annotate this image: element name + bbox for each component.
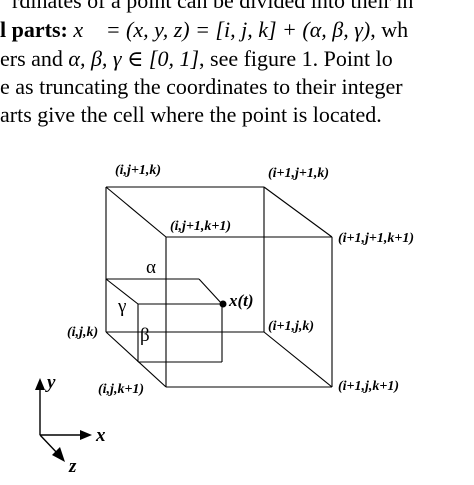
axes [35,378,92,462]
paragraph-line-2-equation: x⃗ = (x, y, z) = [i, j, k] + (α, β, γ) [73,17,371,42]
paragraph-line-3-prefix: ers and [0,46,69,71]
x-axis-label: x [95,425,106,446]
vertex-label-bottom-back-right: (i+1,j,k) [268,319,314,334]
cube-edge [105,186,167,238]
paragraph-line-4: e as truncating the coordinates to their… [0,74,403,99]
gamma-label: γ [117,296,126,317]
vertex-label-top-back-right: (i+1,j+1,k) [268,166,329,181]
paragraph-line-2-suffix: , wh [370,17,409,42]
subbox-edge [105,278,139,305]
point-label: x(t) [228,291,254,310]
cube-edge [263,186,333,238]
paragraph-line-2-prefix: l parts: [0,17,74,42]
vertex-label-bottom-front-left: (i,j,k+1) [98,382,144,397]
cube-edge [105,331,167,388]
paragraph-line-3-equation: α, β, γ ∈ [0, 1] [68,46,200,71]
point-marker [219,300,227,308]
paragraph-line-3-suffix: , see figure 1. Point lo [199,46,393,71]
paragraph-line-2: l parts: x⃗ = (x, y, z) = [i, j, k] + (α… [0,19,408,41]
vertex-label-bottom-back-left: (i,j,k) [67,325,98,340]
cube-edges [105,186,333,388]
vertex-label-top-front-right: (i+1,j+1,k+1) [338,231,414,246]
beta-label: β [140,325,150,346]
paragraph-line-1: rdinates of a point can be divided into … [12,0,414,13]
z-axis-arrowhead [52,447,65,462]
x-axis-arrowhead [80,430,92,440]
cube-edge [263,331,333,388]
vertex-label-bottom-front-right: (i+1,j,k+1) [338,379,399,394]
paragraph-line-3: ers and α, β, γ ∈ [0, 1], see figure 1. … [0,48,393,70]
alpha-label: α [146,257,156,278]
subbox-edge [198,278,223,305]
y-axis-label: y [45,372,56,393]
inner-subbox [105,278,223,363]
vertex-label-top-front-left: (i,j+1,k+1) [170,219,231,234]
y-axis-arrowhead [35,378,45,390]
vertex-label-top-back-left: (i,j+1,k) [115,163,161,178]
paragraph-line-5: arts give the cell where the point is lo… [0,102,382,127]
z-axis-label: z [68,456,77,477]
